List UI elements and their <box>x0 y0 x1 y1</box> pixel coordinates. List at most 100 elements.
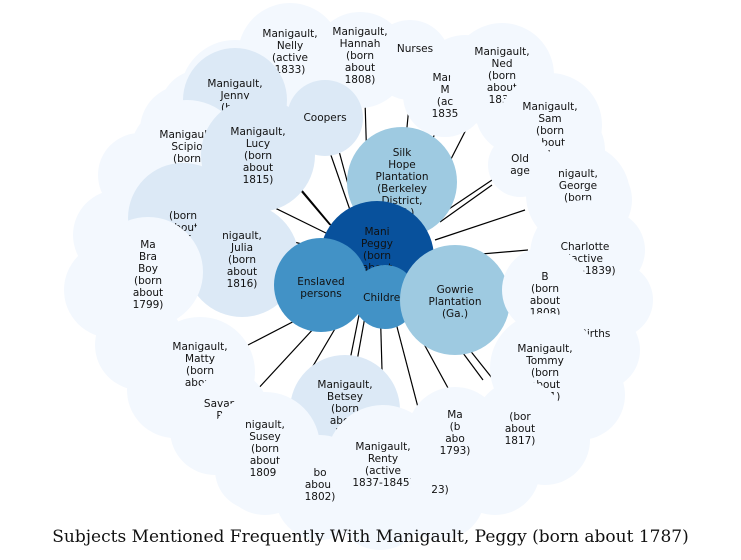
node-label: bo <box>313 467 326 479</box>
node-label: Nurses <box>397 43 433 55</box>
node-label: about <box>133 287 163 299</box>
node-label: (born <box>363 250 391 262</box>
node-label: Sam <box>538 113 561 125</box>
node-circle <box>93 217 203 327</box>
node-label: persons <box>300 288 341 300</box>
node-label: Manigault, <box>317 379 372 391</box>
node-label: Ned <box>492 58 513 70</box>
nodes: Manigault,Nelly(active1833)Manigault,Han… <box>93 3 640 525</box>
node-label: (born <box>331 403 359 415</box>
node-label: Mani <box>364 226 389 238</box>
node-label: Plantation <box>428 296 481 308</box>
node-label: Hannah <box>340 38 381 50</box>
node-label: Scipio <box>171 141 202 153</box>
node-label: Manigault, <box>159 129 214 141</box>
node-label: 1817) <box>505 435 536 447</box>
node-label: Ma <box>140 239 156 251</box>
node-label: 1802) <box>305 491 336 503</box>
node-label: nigault, <box>222 230 262 242</box>
node-label: Manigault, <box>207 78 262 90</box>
node-label: about <box>487 82 517 94</box>
edge-old <box>439 184 493 223</box>
node-label: Susey <box>249 431 280 443</box>
node-label: Nelly <box>277 40 303 52</box>
node-label: (born <box>536 125 564 137</box>
node-label: (born <box>228 254 256 266</box>
node-label: Children <box>363 292 407 304</box>
node-label: 1808) <box>345 74 376 86</box>
node-label: nigault, <box>558 168 598 180</box>
node-label: (born <box>531 283 559 295</box>
node-label: 1793) <box>440 445 471 457</box>
node-label: (bor <box>509 411 531 423</box>
node-label: Silk <box>393 147 412 159</box>
node-label: 1816) <box>227 278 258 290</box>
node-circle <box>353 265 417 329</box>
node-label: Old <box>511 153 529 165</box>
node-label: George <box>559 180 597 192</box>
node-label: Matty <box>185 353 215 365</box>
diagram-caption: Subjects Mentioned Frequently With Manig… <box>52 527 689 547</box>
node-label: (born <box>531 367 559 379</box>
node-label: Betsey <box>327 391 363 403</box>
node-label: Tommy <box>525 355 564 367</box>
node-label: Manigault, <box>172 341 227 353</box>
node-label: 1837-1845) <box>352 477 413 489</box>
node-label: Renty <box>368 453 398 465</box>
node-label: Julia <box>230 242 253 254</box>
node-label: (Ga.) <box>442 308 468 320</box>
node-label: (ac <box>437 96 454 108</box>
node-label: B <box>541 271 548 283</box>
node-circle <box>274 238 368 332</box>
node-label: Manigault, <box>517 343 572 355</box>
node-label: (born <box>488 70 516 82</box>
node-label: (born <box>173 153 201 165</box>
node-label: (born <box>244 150 272 162</box>
edge-george <box>434 209 526 241</box>
node-label: 1799) <box>133 299 164 311</box>
node-label: about <box>305 479 335 491</box>
node-label: Gowrie <box>437 284 474 296</box>
node-label: Enslaved <box>297 276 344 288</box>
node-label: age <box>510 165 530 177</box>
node-label: Manigault, <box>262 28 317 40</box>
node-label: Ma <box>447 409 463 421</box>
node-label: M <box>440 84 449 96</box>
node-label: Manigault, <box>522 101 577 113</box>
node-label: Manigault, <box>474 46 529 58</box>
node-label: about <box>530 295 560 307</box>
node-label: Peggy <box>361 238 393 250</box>
node-label: about <box>227 266 257 278</box>
node-label: nigault, <box>245 419 285 431</box>
node-label: 1835 <box>432 108 459 120</box>
node-circle <box>201 98 315 212</box>
node-label: Charlotte <box>561 241 610 253</box>
node-label: about <box>243 162 273 174</box>
node-circle <box>502 247 588 333</box>
node-label: Boy <box>138 263 158 275</box>
node-label: (active <box>272 52 308 64</box>
node-circle <box>185 203 299 317</box>
node-label: Manigault, <box>355 441 410 453</box>
node-label: Coopers <box>303 112 346 124</box>
node-label: 1815) <box>243 174 274 186</box>
node-label: (born <box>169 210 197 222</box>
node-label: (active <box>365 465 401 477</box>
node-label: 23) <box>431 484 448 496</box>
node-label: Manigault, <box>230 126 285 138</box>
node-label: Jenny <box>219 90 249 102</box>
node-label: Hope <box>388 159 415 171</box>
node-children[interactable]: Children <box>353 265 417 329</box>
node-circle <box>400 245 510 355</box>
node-label: about <box>345 62 375 74</box>
node-label: (Berkeley <box>377 183 427 195</box>
node-n23[interactable]: 23) <box>410 455 470 515</box>
node-label: about <box>250 455 280 467</box>
node-label: Manigault, <box>332 26 387 38</box>
node-label: abo <box>445 433 465 445</box>
